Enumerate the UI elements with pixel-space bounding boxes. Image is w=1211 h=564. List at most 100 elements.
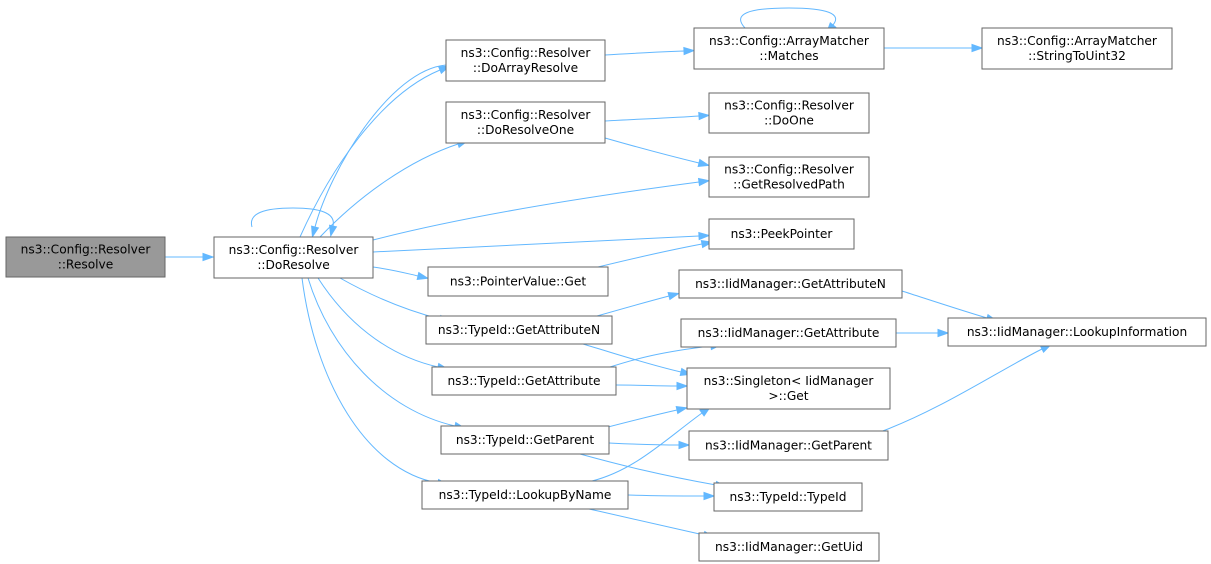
edge-typeid_getparent-to-iid_getparent (608, 440, 691, 450)
arrowhead-icon (937, 328, 950, 338)
node-box[interactable] (440, 425, 610, 455)
edge-doresolve-to-pointervalue_get (372, 266, 430, 280)
node-label: ns3::Config::Resolver (229, 243, 360, 257)
node-singleton_get[interactable]: ns3::Singleton< IidManager>::Get (686, 367, 891, 410)
node-box[interactable] (678, 269, 903, 299)
node-arraymatcher_matches[interactable]: ns3::Config::ArrayMatcher::Matches (693, 27, 885, 70)
node-box[interactable] (213, 236, 374, 279)
edge-line (604, 50, 685, 56)
node-box[interactable] (680, 318, 897, 348)
node-box[interactable] (708, 92, 870, 134)
edge-line (319, 143, 459, 238)
edge-line (615, 384, 678, 387)
edge-typeid_getattributen-to-iid_getattributen (596, 292, 681, 317)
node-typeid_getparent[interactable]: ns3::TypeId::GetParent (440, 425, 610, 455)
node-label: ns3::IidManager::GetAttributeN (695, 277, 886, 291)
node-label: ns3::Config::Resolver (724, 163, 855, 177)
node-label: ns3::IidManager::GetParent (705, 439, 872, 453)
node-box[interactable] (425, 315, 613, 345)
arrowhead-icon (416, 271, 430, 280)
node-label: ns3::Config::Resolver (724, 99, 855, 113)
node-box[interactable] (713, 482, 863, 512)
edge-line (901, 290, 988, 319)
edge-line (627, 494, 705, 497)
node-peekpointer[interactable]: ns3::PeekPointer (708, 218, 855, 250)
node-box[interactable] (431, 366, 617, 396)
edge-doarrayresolve-to-doresolve (311, 64, 447, 239)
edge-line (314, 64, 447, 228)
node-typeid_getattributen[interactable]: ns3::TypeId::GetAttributeN (425, 315, 613, 345)
edge-doresolveone-to-doone (604, 111, 711, 122)
edge-doresolveone-to-getresolvedpath (604, 137, 711, 167)
arrowhead-icon (675, 406, 689, 415)
node-resolve[interactable]: ns3::Config::Resolver::Resolve (5, 236, 166, 278)
node-iid_getattribute[interactable]: ns3::IidManager::GetAttribute (680, 318, 897, 348)
arrowhead-icon (698, 231, 711, 241)
edge-line (604, 137, 700, 164)
node-label: ns3::Config::ArrayMatcher (709, 34, 870, 48)
node-box[interactable] (688, 430, 889, 461)
edge-line (879, 348, 1043, 433)
node-label: ns3::IidManager::GetAttribute (698, 326, 880, 340)
node-label: ns3::TypeId::LookupByName (439, 488, 612, 502)
edge-line (609, 345, 712, 368)
node-typeid_typeid[interactable]: ns3::TypeId::TypeId (713, 482, 863, 512)
node-label: ns3::TypeId::GetAttributeN (438, 323, 600, 337)
edge-iid_getparent-to-iid_lookupinformation (879, 343, 1053, 433)
node-doone[interactable]: ns3::Config::Resolver::DoOne (708, 92, 870, 134)
edge-iid_getattributen-to-iid_lookupinformation (901, 290, 999, 322)
edge-line (607, 409, 678, 428)
node-box[interactable] (708, 218, 855, 250)
edges-layer (165, 7, 1053, 539)
node-typeid_getattribute[interactable]: ns3::TypeId::GetAttribute (431, 366, 617, 396)
node-box[interactable] (708, 156, 870, 198)
node-label: ::Matches (759, 49, 818, 63)
node-iid_lookupinformation[interactable]: ns3::IidManager::LookupInformation (947, 317, 1207, 347)
edge-line (596, 295, 670, 317)
edge-line (591, 412, 703, 482)
node-box[interactable] (427, 266, 609, 297)
node-arraymatcher_stringtouint32[interactable]: ns3::Config::ArrayMatcher::StringToUint3… (981, 27, 1173, 70)
node-box[interactable] (698, 532, 880, 562)
edge-typeid_getparent-to-singleton_get (607, 406, 689, 428)
node-box[interactable] (421, 480, 629, 510)
node-iid_getuid[interactable]: ns3::IidManager::GetUid (698, 532, 880, 562)
edge-line (579, 453, 717, 486)
edge-resolve-to-doresolve (165, 252, 215, 262)
node-label: ns3::Config::ArrayMatcher (997, 34, 1158, 48)
edge-line (588, 508, 705, 536)
node-box[interactable] (981, 27, 1173, 70)
node-label: ::GetResolvedPath (733, 178, 845, 192)
edge-line (372, 235, 700, 253)
node-doresolveone[interactable]: ns3::Config::Resolver::DoResolveOne (445, 101, 606, 144)
node-label: ::Resolve (58, 258, 114, 272)
node-box[interactable] (693, 27, 885, 70)
node-label: ns3::Config::Resolver (461, 108, 592, 122)
node-box[interactable] (445, 39, 606, 82)
edge-line (372, 181, 700, 241)
edge-typeid_getattribute-to-singleton_get (615, 381, 689, 391)
edge-line (307, 277, 456, 427)
node-label: ::StringToUint32 (1028, 49, 1126, 63)
node-label: ns3::PointerValue::Get (450, 275, 586, 289)
arrowhead-icon (698, 111, 711, 121)
node-pointervalue_get[interactable]: ns3::PointerValue::Get (427, 266, 609, 297)
node-iid_getattributen[interactable]: ns3::IidManager::GetAttributeN (678, 269, 903, 299)
node-label: ns3::PeekPointer (731, 227, 834, 241)
node-doresolve[interactable]: ns3::Config::Resolver::DoResolve (213, 236, 374, 279)
arrowhead-icon (971, 43, 984, 53)
edge-line (597, 243, 703, 268)
node-box[interactable] (686, 367, 891, 410)
edge-pointervalue_get-to-peekpointer (597, 239, 714, 268)
arrowhead-icon (311, 225, 320, 239)
node-label: ::DoResolveOne (477, 123, 574, 137)
node-box[interactable] (5, 236, 166, 278)
arrowhead-icon (676, 381, 689, 391)
node-getresolvedpath[interactable]: ns3::Config::Resolver::GetResolvedPath (708, 156, 870, 198)
node-box[interactable] (445, 101, 606, 144)
edge-arraymatcher_matches-to-arraymatcher_stringtouint32 (884, 43, 984, 53)
node-iid_getparent[interactable]: ns3::IidManager::GetParent (688, 430, 889, 461)
node-box[interactable] (947, 317, 1207, 347)
node-doarrayresolve[interactable]: ns3::Config::Resolver::DoArrayResolve (445, 39, 606, 82)
node-typeid_lookupbyname[interactable]: ns3::TypeId::LookupByName (421, 480, 629, 510)
